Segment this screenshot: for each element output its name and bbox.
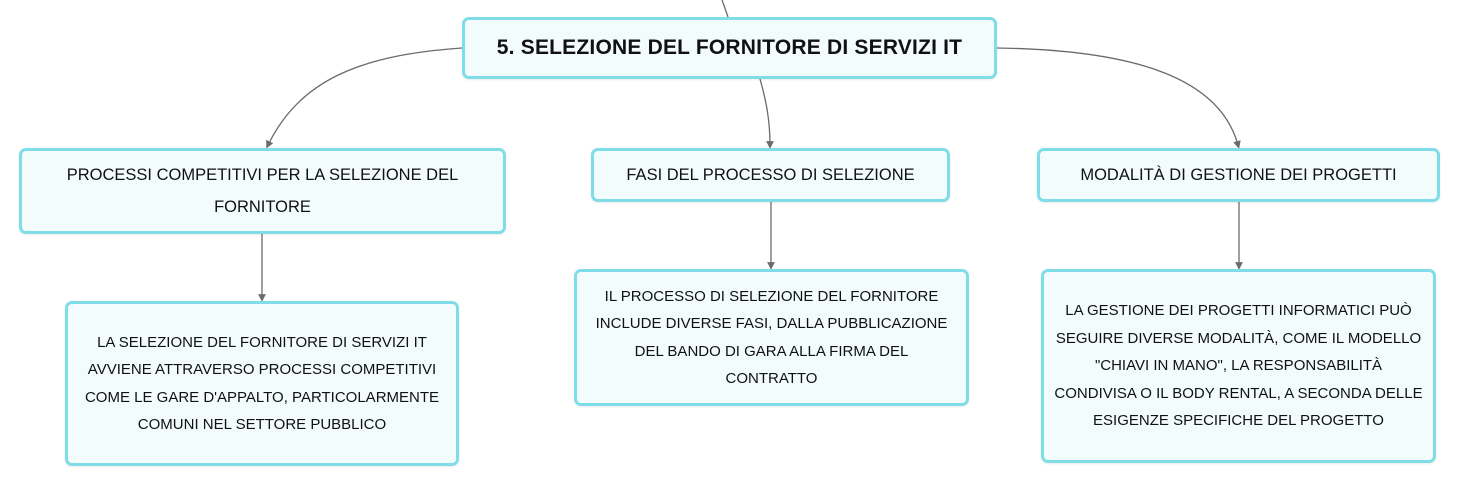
subtopic-project-management-detail[interactable]: LA GESTIONE DEI PROGETTI INFORMATICI PUÒ… [1041, 269, 1436, 463]
topic-label: FASI DEL PROCESSO DI SELEZIONE [626, 166, 915, 184]
topic-project-management-modes[interactable]: MODALITÀ DI GESTIONE DEI PROGETTI [1037, 148, 1440, 202]
subtopic-selection-phases-detail[interactable]: IL PROCESSO DI SELEZIONE DEL FORNITORE I… [574, 269, 969, 406]
root-topic[interactable]: 5. SELEZIONE DEL FORNITORE DI SERVIZI IT [462, 17, 997, 79]
subtopic-label: LA GESTIONE DEI PROGETTI INFORMATICI PUÒ… [1054, 302, 1423, 430]
connector-root-mid [759, 78, 774, 149]
topic-label: PROCESSI COMPETITIVI PER LA SELEZIONE DE… [66, 166, 459, 216]
subtopic-label: IL PROCESSO DI SELEZIONE DEL FORNITORE I… [595, 287, 948, 388]
connector-root-right [996, 47, 1241, 149]
connector-parent [721, 0, 729, 18]
connector-root-left [266, 47, 463, 149]
topic-competitive-processes[interactable]: PROCESSI COMPETITIVI PER LA SELEZIONE DE… [19, 148, 506, 234]
topic-label: MODALITÀ DI GESTIONE DEI PROGETTI [1080, 166, 1397, 184]
root-topic-label: 5. SELEZIONE DEL FORNITORE DI SERVIZI IT [496, 36, 963, 59]
subtopic-competitive-processes-detail[interactable]: LA SELEZIONE DEL FORNITORE DI SERVIZI IT… [65, 301, 459, 466]
subtopic-label: LA SELEZIONE DEL FORNITORE DI SERVIZI IT… [84, 333, 440, 434]
topic-selection-phases[interactable]: FASI DEL PROCESSO DI SELEZIONE [591, 148, 950, 202]
